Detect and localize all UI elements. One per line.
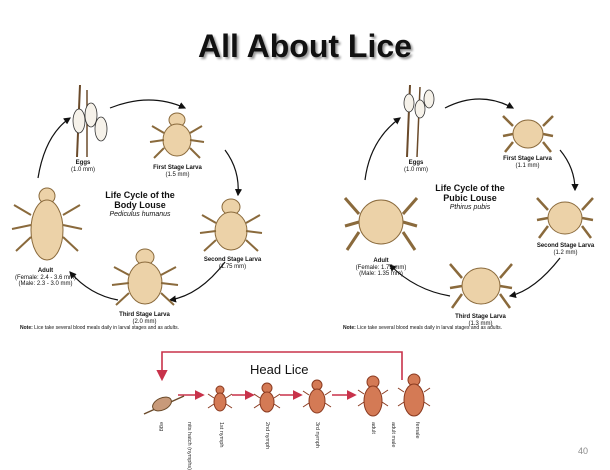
head-lice-nymph-2 bbox=[253, 382, 281, 413]
head-lice-label-4: 3rd nymph bbox=[314, 422, 320, 448]
page-number: 40 bbox=[577, 446, 588, 456]
pubic-eggs-label: Eggs(1.0 mm) bbox=[404, 160, 428, 173]
head-lice-label-3: 2nd nymph bbox=[264, 422, 270, 450]
body-louse-eggs-illustration bbox=[72, 84, 108, 158]
body-louse-diagram: Eggs(1.0 mm) First Stage Larva(1.5 mm) S… bbox=[0, 0, 305, 350]
pubic-first-stage-label: First Stage Larva(1.1 mm) bbox=[503, 156, 552, 169]
body-third-stage-label: Third Stage Larva(2.0 mm) bbox=[119, 312, 170, 325]
pubic-louse-cycle-arrows bbox=[364, 98, 579, 299]
head-lice-label-1: nits hatch (nymphs) bbox=[186, 422, 192, 470]
pubic-louse-adult-illustration bbox=[343, 197, 419, 251]
pubic-louse-third-stage-illustration bbox=[449, 263, 513, 309]
body-louse-second-stage-illustration bbox=[199, 198, 263, 252]
pubic-third-stage-label: Third Stage Larva(1.3 mm) bbox=[455, 314, 506, 327]
head-lice-title: Head Lice bbox=[250, 362, 309, 377]
head-lice-egg-illustration bbox=[143, 395, 185, 415]
pubic-second-stage-label: Second Stage Larva(1.2 mm) bbox=[536, 243, 595, 256]
head-lice-diagram: Head Lice egg nits hatch (nymphs) 1st ny… bbox=[140, 340, 450, 470]
head-lice-nymph-1 bbox=[207, 385, 233, 412]
body-eggs-label: Eggs(1.0 mm) bbox=[71, 160, 95, 173]
body-first-stage-label: First Stage Larva(1.5 mm) bbox=[153, 165, 202, 178]
pubic-louse-eggs-illustration bbox=[403, 84, 435, 158]
pubic-louse-diagram: Eggs(1.0 mm) First Stage Larva(1.1 mm) S… bbox=[305, 0, 610, 350]
body-louse-adult-illustration bbox=[11, 187, 83, 261]
head-lice-nymph-3 bbox=[302, 379, 332, 414]
head-lice-arrows bbox=[156, 351, 403, 400]
head-lice-label-7: female bbox=[414, 422, 420, 439]
body-louse-third-stage-illustration bbox=[111, 248, 179, 306]
body-louse-cycle-arrows bbox=[37, 99, 243, 303]
head-lice-label-2: 1st nymph bbox=[218, 422, 224, 448]
body-adult-label: Adult(Female: 2.4 - 3.6 mm)(Male: 2.3 - … bbox=[14, 268, 76, 287]
body-louse-first-stage-illustration bbox=[149, 112, 205, 159]
pubic-louse-note: Note: Lice take several blood meals dail… bbox=[343, 325, 502, 331]
body-louse-note: Note: Lice take several blood meals dail… bbox=[20, 325, 179, 331]
body-second-stage-label: Second Stage Larva(1.75 mm) bbox=[203, 257, 262, 270]
slide-title: All About Lice bbox=[198, 28, 412, 64]
pubic-louse-first-stage-illustration bbox=[502, 115, 554, 153]
head-lice-label-5: adult bbox=[370, 422, 376, 434]
pubic-louse-second-stage-illustration bbox=[536, 197, 594, 239]
head-lice-label-0: egg bbox=[158, 422, 164, 432]
head-lice-adult-male bbox=[357, 375, 389, 417]
pubic-adult-label: Adult(Female: 1.75 mm)(Male: 1.35 mm) bbox=[355, 258, 407, 277]
head-lice-label-6: adult male bbox=[390, 422, 396, 448]
head-lice-adult-female bbox=[397, 373, 431, 417]
